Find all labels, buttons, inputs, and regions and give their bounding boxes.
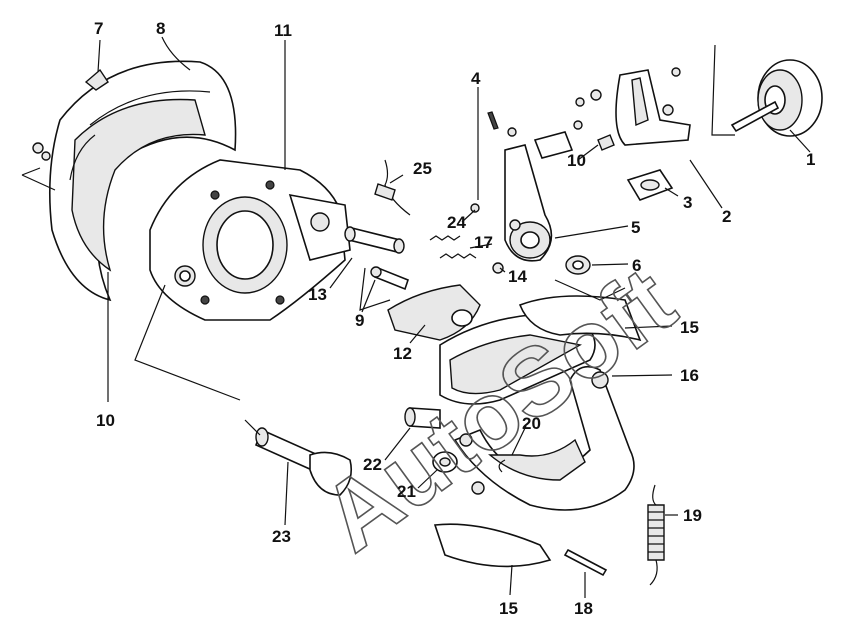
brake-chamber-part xyxy=(730,59,823,137)
sleeve-part xyxy=(344,226,405,254)
callout-18: 18 xyxy=(574,599,593,618)
slack-adjuster-part xyxy=(504,144,553,262)
dust-shield-part xyxy=(49,60,237,302)
callout-1: 1 xyxy=(806,150,815,169)
callout-19: 19 xyxy=(683,506,702,525)
callout-15-upper: 15 xyxy=(680,318,699,337)
return-spring-part xyxy=(647,484,665,586)
brake-spider-part xyxy=(149,159,351,321)
clevis-part xyxy=(507,120,615,159)
bolt-left-part xyxy=(32,142,51,161)
sensor-part xyxy=(374,159,411,216)
callout-21: 21 xyxy=(397,482,416,501)
callout-3: 3 xyxy=(683,193,692,212)
callout-15-lower: 15 xyxy=(499,599,518,618)
callout-24: 24 xyxy=(447,213,466,232)
leader-lines xyxy=(97,36,811,598)
callout-11: 11 xyxy=(274,21,292,40)
callout-labels: 1 2 3 4 5 6 7 8 9 10 10 11 12 13 14 15 1… xyxy=(94,19,815,618)
washer-part xyxy=(565,255,591,275)
roller-part xyxy=(404,407,441,429)
callout-8: 8 xyxy=(156,19,165,38)
callout-23: 23 xyxy=(272,527,291,546)
callout-10-left: 10 xyxy=(96,411,115,430)
callout-5: 5 xyxy=(631,218,640,237)
callout-20: 20 xyxy=(522,414,541,433)
callout-10-right: 10 xyxy=(567,151,586,170)
callout-25: 25 xyxy=(413,159,432,178)
camshaft-part xyxy=(254,427,353,496)
callout-16: 16 xyxy=(680,366,699,385)
callout-12: 12 xyxy=(393,344,412,363)
brake-shoe-upper-part xyxy=(439,295,642,405)
spring-parts xyxy=(429,203,504,274)
gasket-part xyxy=(626,169,674,201)
pin-part xyxy=(370,266,409,291)
callout-22: 22 xyxy=(363,455,382,474)
callout-17: 17 xyxy=(474,233,493,252)
brake-shoe-lower-part xyxy=(433,365,635,568)
anchor-pin-part xyxy=(563,548,608,577)
retainer-part xyxy=(387,284,481,341)
bracket-part xyxy=(575,67,691,146)
callout-7: 7 xyxy=(94,19,103,38)
callout-4: 4 xyxy=(471,69,481,88)
callout-13: 13 xyxy=(308,285,327,304)
screw-part xyxy=(487,111,499,130)
retaining-clip-part xyxy=(498,459,506,473)
callout-2: 2 xyxy=(722,207,731,226)
callout-6: 6 xyxy=(632,256,641,275)
callout-14: 14 xyxy=(508,267,527,286)
assembly-guide-lines xyxy=(21,44,735,436)
clip-part xyxy=(84,68,109,91)
roller-small-part xyxy=(432,451,458,473)
callout-9: 9 xyxy=(355,311,364,330)
